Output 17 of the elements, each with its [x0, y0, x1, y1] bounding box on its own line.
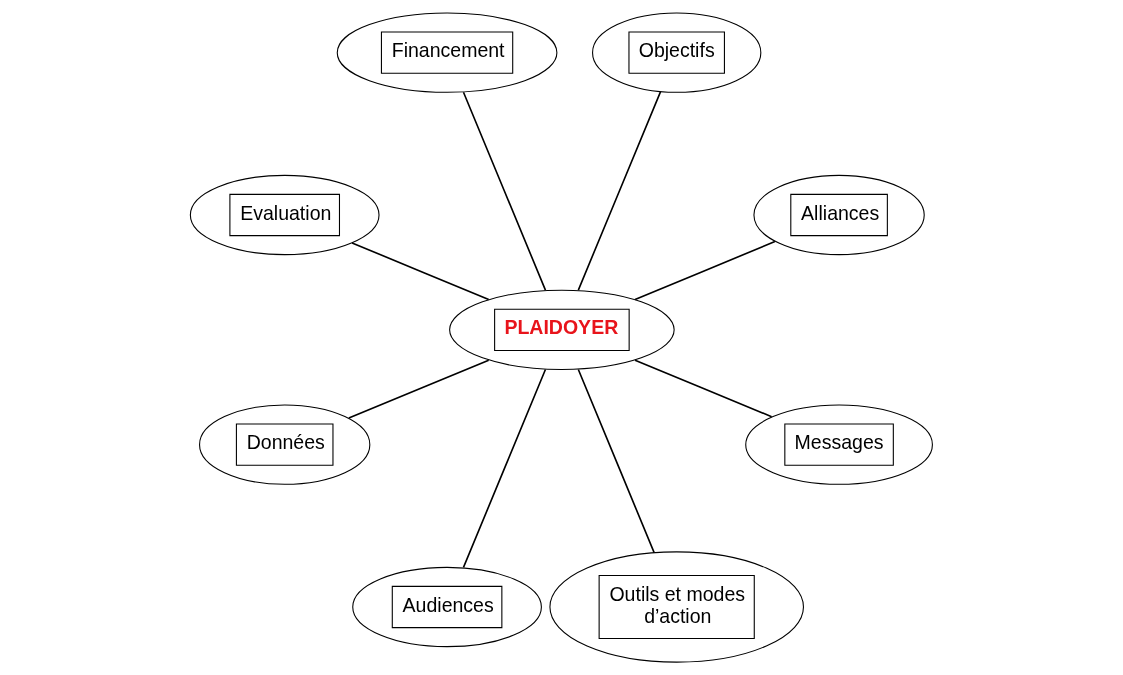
- node-ellipse: Données: [199, 404, 371, 485]
- connector: [634, 240, 776, 301]
- node-ellipse: Alliances: [753, 174, 925, 256]
- node-ellipse: Evaluation: [189, 174, 380, 256]
- connector: [634, 359, 773, 418]
- node-ellipse: Objectifs: [592, 12, 762, 93]
- node-ellipse: Messages: [745, 404, 933, 485]
- connector: [462, 368, 547, 569]
- connector: [577, 91, 662, 291]
- node-ellipse: Outils et modes d’action: [549, 551, 804, 663]
- connector: [462, 91, 547, 291]
- node-ellipse: Financement: [336, 12, 558, 93]
- node-ellipse: PLAIDOYER: [449, 289, 675, 370]
- connector: [577, 368, 655, 554]
- node-ellipse: Audiences: [352, 566, 542, 648]
- connector: [348, 359, 490, 419]
- connector: [351, 242, 490, 301]
